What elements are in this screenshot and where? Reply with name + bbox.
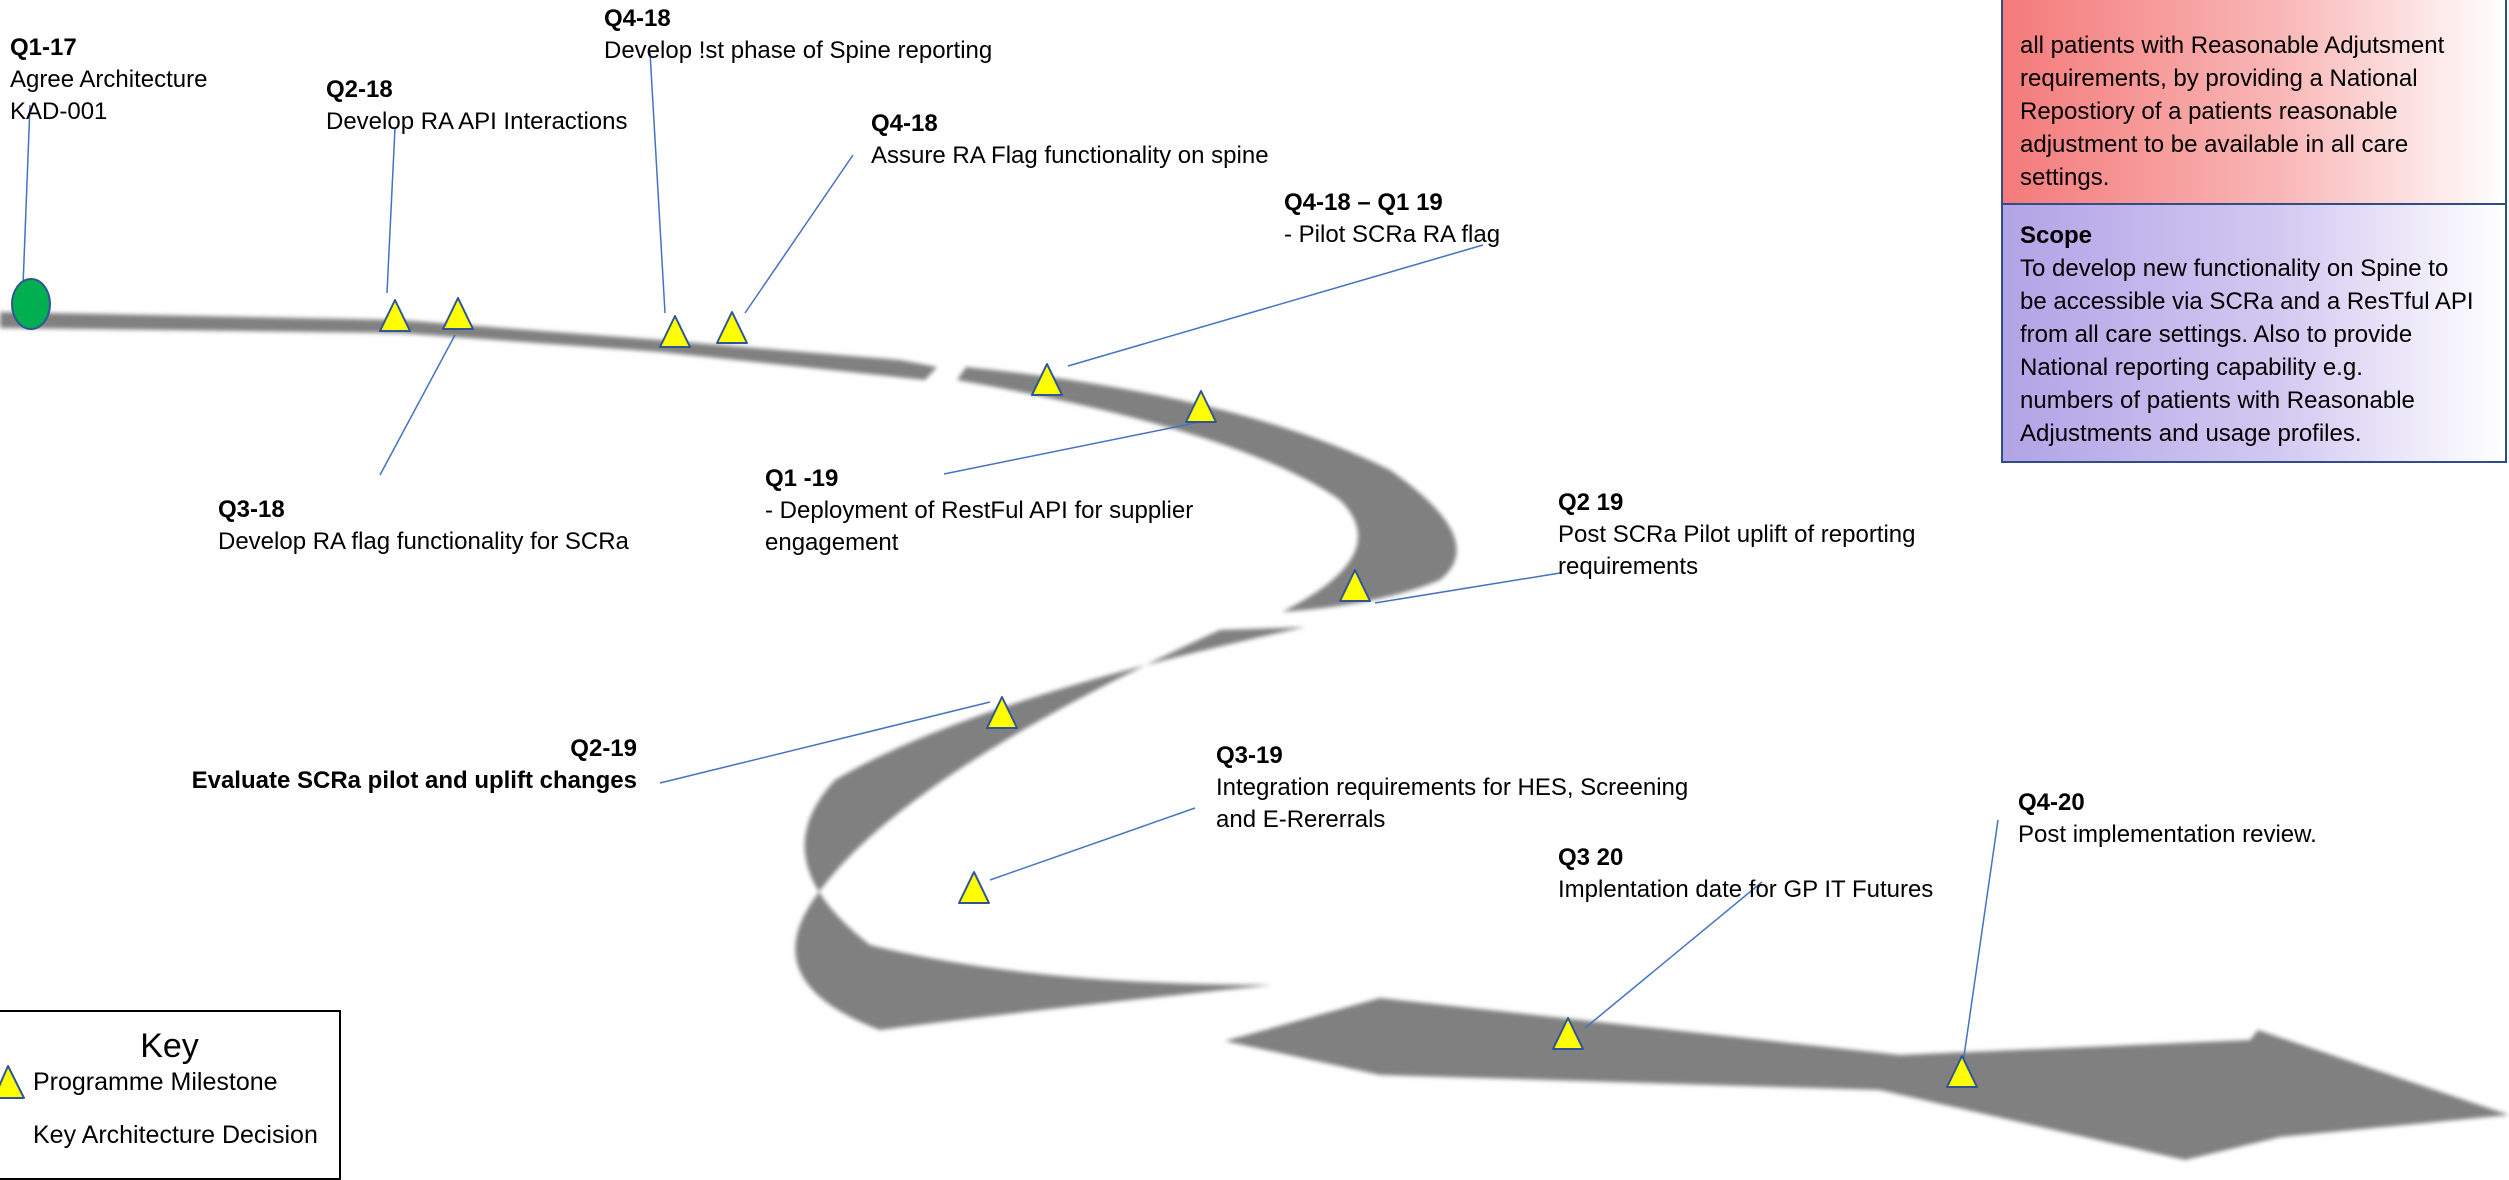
milestone-quarter: Q3-18	[218, 496, 285, 523]
milestone-marker	[442, 297, 474, 330]
purpose-box: all patients with Reasonable Adjutsment …	[2001, 0, 2507, 205]
milestone-marker	[1946, 1055, 1978, 1088]
milestone-description: KAD-001	[10, 98, 108, 125]
milestone-label: Q2-18 Develop RA API Interactions	[326, 74, 628, 138]
milestone-quarter: Q1-17	[10, 34, 77, 61]
legend-milestone-label: Programme Milestone	[33, 1068, 278, 1096]
milestone-label: Q2-19 Evaluate SCRa pilot and uplift cha…	[192, 733, 637, 797]
milestone-description: Evaluate SCRa pilot and uplift changes	[191, 767, 637, 794]
milestone-quarter: Q4-18	[871, 110, 938, 137]
milestone-description: requirements	[1558, 553, 1699, 580]
road-segment-1	[0, 312, 937, 380]
milestone-marker	[986, 696, 1018, 729]
scope-text-line: National reporting capability e.g.	[2020, 354, 2363, 381]
milestone-description: and E-Rererrals	[1216, 806, 1386, 833]
milestone-description: - Pilot SCRa RA flag	[1284, 221, 1501, 248]
scope-text-line: numbers of patients with Reasonable	[2020, 387, 2415, 414]
milestone-label: Q4-18 Assure RA Flag functionality on sp…	[871, 108, 1269, 172]
milestone-marker	[379, 299, 411, 332]
milestone-description: Develop RA flag functionality for SCRa	[218, 528, 629, 555]
road-segment-3	[795, 627, 1305, 1030]
purpose-text-line: adjustment to be available in all care	[2020, 131, 2409, 158]
milestone-marker	[1339, 569, 1371, 602]
purpose-text-line: all patients with Reasonable Adjutsment	[2020, 32, 2445, 59]
milestone-label: Q3-19 Integration requirements for HES, …	[1216, 740, 1688, 836]
milestone-marker	[1031, 363, 1063, 396]
milestone-quarter: Q4-18 – Q1 19	[1284, 189, 1443, 216]
scope-heading: Scope	[2020, 222, 2093, 249]
milestone-quarter: Q4-20	[2018, 789, 2085, 816]
milestone-marker	[659, 315, 691, 348]
leader-lines	[22, 51, 1999, 1071]
milestone-markers	[379, 297, 1978, 1088]
architecture-decision-marker	[11, 278, 51, 330]
milestone-description: Agree Architecture	[10, 66, 208, 93]
legend-title: Key	[140, 1027, 199, 1065]
purpose-text-line: Repostiory of a patients reasonable	[2020, 98, 2398, 125]
milestone-label: Q4-18 – Q1 19 - Pilot SCRa RA flag	[1284, 187, 1500, 251]
milestone-description: Implentation date for GP IT Futures	[1558, 876, 1934, 903]
milestone-quarter: Q2 19	[1558, 489, 1624, 516]
scope-text-line: To develop new functionality on Spine to	[2020, 255, 2449, 282]
milestone-marker	[1552, 1017, 1584, 1050]
milestone-quarter: Q3-19	[1216, 742, 1283, 769]
scope-text-line: from all care settings. Also to provide	[2020, 321, 2413, 348]
road-segment-4	[1225, 998, 2509, 1160]
milestone-description: Post SCRa Pilot uplift of reporting	[1558, 521, 1916, 548]
scope-text-line: be accessible via SCRa and a ResTful API	[2020, 288, 2474, 315]
scope-text-line: Adjustments and usage profiles.	[2020, 420, 2362, 447]
milestone-label: Q2 19 Post SCRa Pilot uplift of reportin…	[1558, 487, 1916, 583]
milestone-quarter: Q2-19	[570, 735, 637, 762]
milestone-description: Assure RA Flag functionality on spine	[871, 142, 1269, 169]
milestone-label: Q4-18 Develop !st phase of Spine reporti…	[604, 3, 992, 67]
scope-box: Scope To develop new functionality on Sp…	[2001, 203, 2507, 463]
milestone-description: - Deployment of RestFul API for supplier	[765, 497, 1194, 524]
milestone-label: Q4-20 Post implementation review.	[2018, 787, 2317, 851]
purpose-text-line: requirements, by providing a National	[2020, 65, 2418, 92]
legend-key: Key Programme Milestone Key Architecture…	[0, 1010, 341, 1180]
milestone-quarter: Q1 -19	[765, 465, 839, 492]
milestone-description: Develop !st phase of Spine reporting	[604, 37, 993, 64]
milestone-label: Q1-17 Agree Architecture KAD-001	[10, 32, 207, 128]
milestone-quarter: Q2-18	[326, 76, 393, 103]
milestone-description: Integration requirements for HES, Screen…	[1216, 774, 1689, 801]
milestone-label: Q3-18 Develop RA flag functionality for …	[218, 494, 629, 558]
milestone-quarter: Q4-18	[604, 5, 671, 32]
milestone-quarter: Q3 20	[1558, 844, 1624, 871]
milestone-description: Develop RA API Interactions	[326, 108, 628, 135]
milestone-label: Q1 -19 - Deployment of RestFul API for s…	[765, 463, 1193, 559]
purpose-text-line: settings.	[2020, 164, 2110, 191]
milestone-description: Post implementation review.	[2018, 821, 2317, 848]
milestone-marker	[1185, 390, 1217, 423]
milestone-label: Q3 20 Implentation date for GP IT Future…	[1558, 842, 1933, 906]
milestone-description: engagement	[765, 529, 899, 556]
milestone-legend-icon	[0, 1065, 25, 1099]
milestone-marker	[958, 871, 990, 904]
legend-architecture-label: Key Architecture Decision	[33, 1121, 318, 1149]
milestone-marker	[716, 311, 748, 344]
